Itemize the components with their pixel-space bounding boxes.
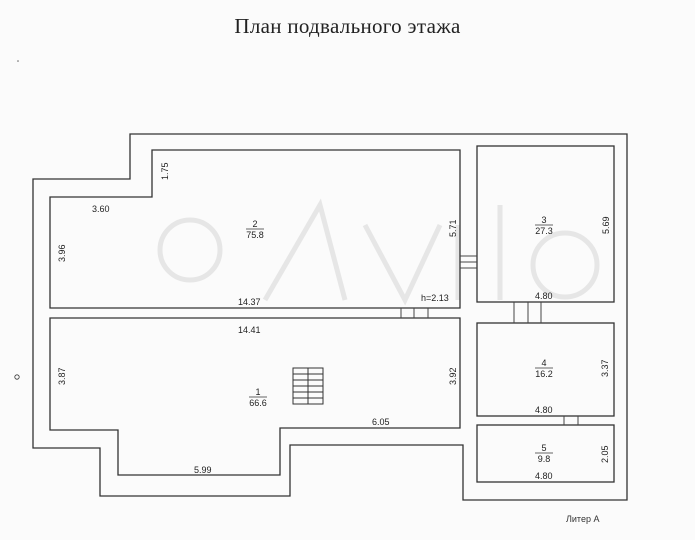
dim-label: 14.37 (238, 297, 261, 307)
room-3-area: 27.3 (535, 226, 553, 236)
dim-label: 6.05 (372, 417, 390, 427)
dim-label: 3.60 (92, 204, 110, 214)
room-5-number: 5 (541, 443, 546, 453)
room-5-area: 9.8 (538, 454, 551, 464)
staircase (292, 367, 324, 405)
dim-label: 5.71 (448, 219, 458, 237)
dim-label: 3.96 (57, 244, 67, 262)
room-3-wall (476, 145, 615, 303)
dim-label: 3.87 (57, 367, 67, 385)
room-4-number: 4 (541, 358, 546, 368)
door-room3-room4 (513, 302, 542, 323)
room-5-wall (476, 424, 615, 483)
margin-dot (17, 60, 19, 62)
watermark (157, 198, 600, 306)
dim-label: 5.69 (601, 216, 611, 234)
dim-label: 3.92 (448, 367, 458, 385)
outer-wall (32, 133, 628, 501)
dim-label: 5.99 (194, 465, 212, 475)
plan-title: План подвального этажа (234, 14, 461, 38)
dim-label: 3.37 (600, 359, 610, 377)
room-2-area: 75.8 (246, 230, 264, 240)
room-4-area: 16.2 (535, 369, 553, 379)
dim-label: 4.80 (535, 405, 553, 415)
room-2-number: 2 (252, 219, 257, 229)
room-1-wall (49, 317, 461, 476)
margin-mark (14, 374, 20, 380)
dim-label: 1.75 (160, 162, 170, 180)
door-room2-room3 (460, 255, 477, 269)
room-1-number: 1 (255, 387, 260, 397)
room-4-wall (476, 322, 615, 417)
dim-label: 2.05 (600, 445, 610, 463)
dim-label: 14.41 (238, 325, 261, 335)
room-3-number: 3 (541, 215, 546, 225)
room-1-area: 66.6 (249, 398, 267, 408)
dim-label: 4.80 (535, 471, 553, 481)
dim-label: 4.80 (535, 291, 553, 301)
litera-label: Литер А (566, 514, 600, 524)
door-room4-room5 (563, 416, 579, 425)
room-2-wall (49, 149, 461, 309)
dim-label: h=2.13 (421, 293, 449, 303)
door-room2-room1 (400, 308, 429, 318)
